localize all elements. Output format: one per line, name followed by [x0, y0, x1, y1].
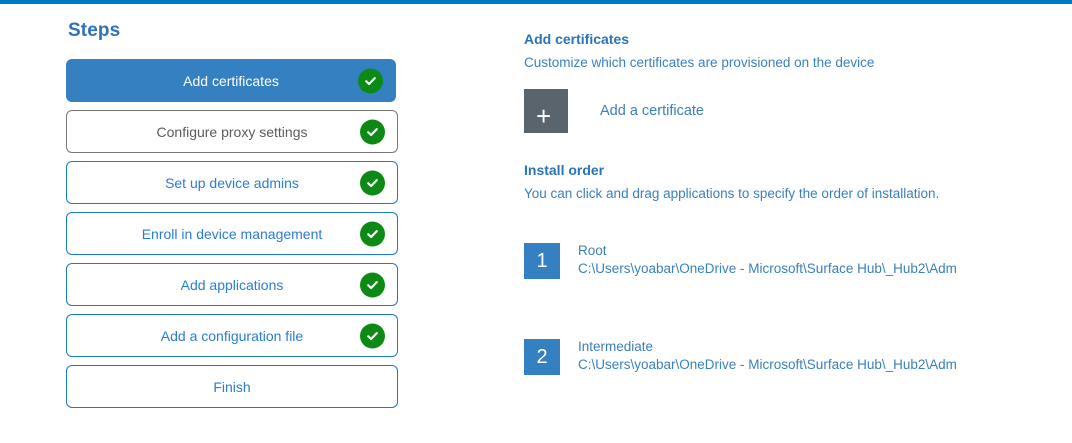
step-label: Add certificates [183, 72, 279, 89]
step-button-add-applications[interactable]: Add applications [66, 263, 398, 306]
order-number-badge: 1 [524, 243, 560, 280]
check-circle-icon [360, 272, 385, 297]
order-item-path: C:\Users\yoabar\OneDrive - Microsoft\Sur… [578, 261, 957, 277]
check-circle-icon [360, 323, 385, 348]
install-order-subtitle: You can click and drag applications to s… [524, 185, 940, 201]
step-label: Set up device admins [165, 174, 299, 191]
order-item-name: Root [578, 243, 607, 259]
step-label: Finish [213, 378, 251, 395]
add-certificates-title: Add certificates [524, 31, 630, 47]
detail-pane: Add certificates Customize which certifi… [524, 30, 1044, 434]
step-button-finish[interactable]: Finish [66, 365, 398, 408]
add-certificate-button[interactable]: + [524, 88, 568, 133]
plus-icon: + [536, 100, 552, 131]
add-certificates-subtitle: Customize which certificates are provisi… [524, 55, 875, 71]
step-button-enroll-in-device-management[interactable]: Enroll in device management [66, 212, 398, 255]
step-button-set-up-device-admins[interactable]: Set up device admins [66, 161, 398, 204]
step-label: Add a configuration file [160, 327, 304, 344]
check-circle-icon [360, 221, 385, 246]
step-label: Add applications [180, 276, 284, 293]
add-certificate-row[interactable]: + Add a certificate [524, 88, 1044, 133]
check-circle-icon [360, 119, 385, 144]
step-button-configure-proxy-settings[interactable]: Configure proxy settings [66, 110, 398, 153]
check-circle-icon [358, 68, 383, 93]
add-certificate-label[interactable]: Add a certificate [600, 102, 704, 119]
step-label: Configure proxy settings [156, 123, 308, 140]
step-button-add-a-configuration-file[interactable]: Add a configuration file [66, 314, 398, 357]
order-item-name: Intermediate [578, 339, 654, 355]
install-order-title: Install order [524, 161, 605, 178]
steps-heading: Steps [68, 20, 121, 41]
step-label: Enroll in device management [141, 225, 323, 242]
check-circle-icon [360, 170, 385, 195]
install-order-section: Install order You can click and drag app… [524, 161, 1044, 376]
order-item-path: C:\Users\yoabar\OneDrive - Microsoft\Sur… [578, 357, 957, 373]
add-certificates-section: Add certificates Customize which certifi… [524, 30, 1044, 133]
step-button-add-certificates[interactable]: Add certificates [66, 59, 396, 102]
top-accent-bar [0, 0, 1072, 4]
order-number-badge: 2 [524, 339, 560, 376]
